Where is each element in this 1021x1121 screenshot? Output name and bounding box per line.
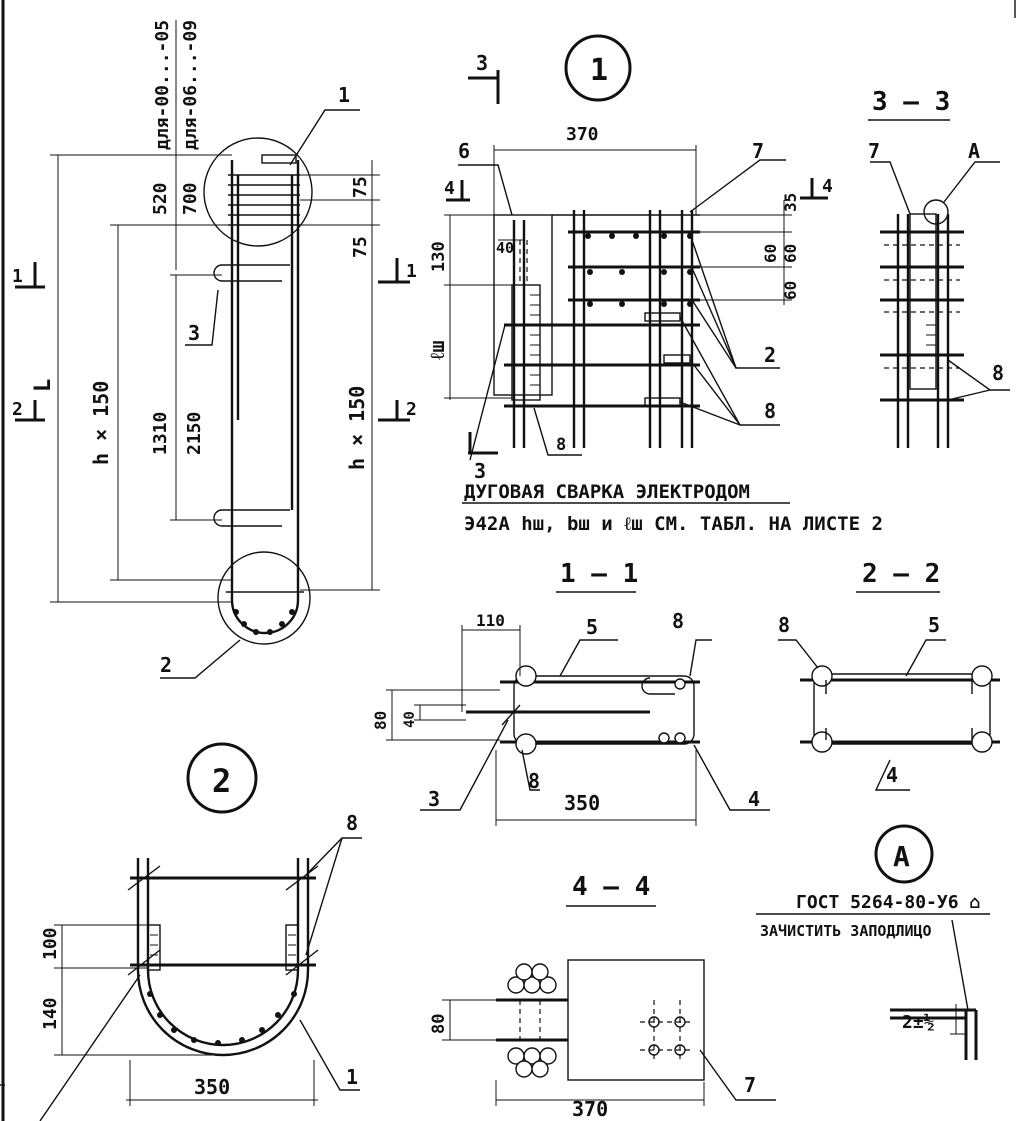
section-1-1-title: 1 — 1 [560, 559, 638, 589]
section-1-1-callout-4: 4 [748, 787, 760, 811]
section-2-2-callout-8: 8 [778, 613, 790, 637]
node2-dim-140: 140 [40, 997, 61, 1030]
section-mark-4-left: 4 [444, 178, 455, 199]
node2-dim-350: 350 [194, 1075, 230, 1099]
node2-callout-1: 1 [346, 1065, 358, 1089]
node1-callout-8-bottom: 8 [556, 435, 566, 455]
node-A-id: А [893, 840, 910, 873]
node1-callout-6: 6 [458, 139, 470, 163]
section-mark-4-right: 4 [822, 176, 833, 197]
dim-h-x-150-left: h × 150 [89, 381, 113, 465]
section-mark-1-left: 1 [12, 266, 23, 287]
weld-note: ДУГОВАЯ СВАРКА ЭЛЕКТРОДОМ Э42А hш, bш и … [462, 481, 883, 535]
section-1-1-dim-110: 110 [476, 611, 505, 630]
node-1-circle [203, 137, 313, 247]
section-3-3-title: 3 – 3 [872, 87, 950, 117]
node-1-detail: 1 [425, 34, 833, 483]
dim-L: L [31, 379, 56, 392]
node2-callout-8: 8 [346, 811, 358, 835]
node-A-note: ЗАЧИСТИТЬ ЗАПОДЛИЦО [760, 922, 932, 940]
node-1-id-circle [564, 34, 632, 102]
section-4-4-callout-7: 7 [744, 1073, 756, 1097]
dim-75-top: 75 [350, 176, 371, 198]
callout-1: 1 [338, 83, 350, 107]
node-A-dim: 2±½ [902, 1012, 935, 1033]
section-2-2-callout-5: 5 [928, 613, 940, 637]
section-mark-3-bottom: 3 [474, 459, 486, 483]
node-1-id: 1 [590, 53, 608, 88]
node-2-detail: 2 100 [39, 742, 362, 1121]
section-mark-1-right: 1 [406, 261, 417, 282]
section-3-3-callout-A: А [968, 139, 980, 163]
dim-520: 520 [150, 182, 171, 215]
section-1-1-callout-8-top: 8 [672, 609, 684, 633]
dim-2150: 2150 [184, 412, 205, 455]
section-1-1: 1 — 1 110 80 40 350 5 [371, 559, 770, 826]
node1-callout-7: 7 [752, 139, 764, 163]
node-A-id-circle [874, 824, 934, 884]
dim-h-x-150-right: h × 150 [345, 386, 369, 470]
section-4-4-dim-80: 80 [429, 1014, 449, 1034]
callout-2: 2 [160, 653, 172, 677]
dim-75-bottom: 75 [350, 236, 371, 258]
node1-dim-370: 370 [566, 124, 599, 145]
section-4-4-dim-370: 370 [572, 1097, 608, 1121]
node-2-id: 2 [212, 762, 231, 800]
section-3-3-callout-7: 7 [868, 139, 880, 163]
node1-callout-2: 2 [764, 343, 776, 367]
dim-700: 700 [180, 182, 201, 215]
node-A-detail: А ГОСТ 5264-80-У6 ⌂ ЗАЧИСТИТЬ ЗАПОДЛИЦО … [756, 824, 990, 1060]
node-2-id-circle [186, 742, 258, 814]
main-elevation: для-00...-05 для-06...-09 520 700 75 75 … [12, 20, 417, 679]
callout-3: 3 [188, 321, 200, 345]
section-2-2: 2 – 2 8 5 4 [778, 559, 1000, 791]
section-4-4-title: 4 – 4 [572, 872, 650, 902]
section-1-1-callout-8-bottom: 8 [528, 769, 540, 793]
node1-dim-130: 130 [429, 241, 449, 272]
weld-note-line-1: ДУГОВАЯ СВАРКА ЭЛЕКТРОДОМ [464, 481, 750, 503]
bottom-bar-dots [233, 609, 295, 635]
node1-dim-35: 35 [781, 193, 800, 212]
section-1-1-dim-350: 350 [564, 791, 600, 815]
label-for-00-05: для-00...-05 [152, 20, 173, 150]
section-4-4: 4 – 4 80 370 7 [429, 872, 776, 1121]
section-2-2-callout-4: 4 [886, 763, 898, 787]
section-3-3: 3 – 3 7 А 8 [868, 87, 1010, 448]
node1-dim-60-c: 60 [781, 281, 800, 300]
node-A-gost: ГОСТ 5264-80-У6 ⌂ [796, 892, 980, 913]
section-3-3-callout-8: 8 [992, 361, 1004, 385]
node1-dim-lsh: ℓш [425, 340, 449, 360]
node-2-circle [217, 551, 311, 645]
section-1-1-dim-40: 40 [402, 711, 418, 728]
section-mark-3-top: 3 [476, 51, 488, 75]
section-1-1-dim-80: 80 [371, 711, 390, 730]
node1-dim-60-a: 60 [781, 244, 800, 263]
label-for-06-09: для-06...-09 [180, 20, 201, 150]
node1-dim-40: 40 [496, 239, 514, 257]
section-mark-2-right: 2 [406, 399, 417, 420]
section-mark-2-left: 2 [12, 399, 23, 420]
node1-callout-8-right: 8 [764, 399, 776, 423]
weld-note-line-2: Э42А hш, bш и ℓш СМ. ТАБЛ. НА ЛИСТЕ 2 [464, 513, 883, 535]
section-1-1-callout-5: 5 [586, 615, 598, 639]
node1-dim-60-b: 60 [761, 244, 780, 263]
section-2-2-title: 2 – 2 [862, 559, 940, 589]
section-1-1-callout-3: 3 [428, 787, 440, 811]
dim-1310: 1310 [150, 412, 171, 455]
node2-dim-100: 100 [40, 927, 61, 960]
